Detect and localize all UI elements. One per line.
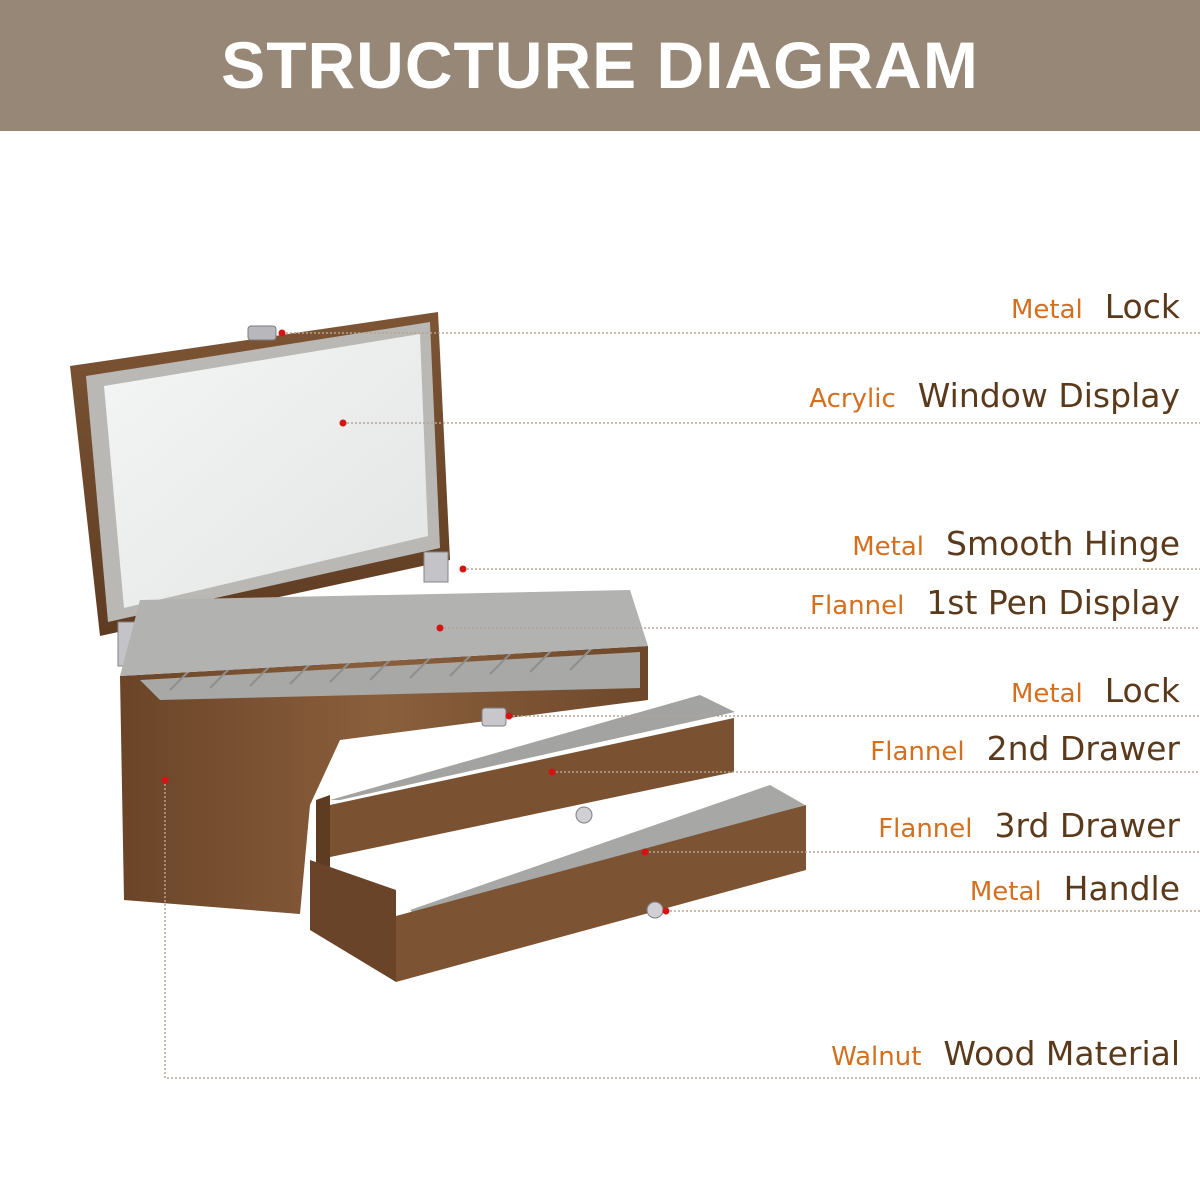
material-text: Metal	[1010, 679, 1083, 709]
material-text: Metal	[1010, 295, 1083, 325]
label-flannel-pen-display: Flannel 1st Pen Display	[810, 583, 1180, 622]
leader-lines	[164, 332, 1200, 1079]
pen-display-tray	[140, 652, 640, 700]
label-flannel-drawer-2: Flannel 2nd Drawer	[870, 729, 1180, 768]
lid	[70, 312, 450, 667]
material-text: Flannel	[810, 591, 905, 621]
part-text: Handle	[1063, 869, 1180, 908]
part-text: 1st Pen Display	[926, 583, 1180, 622]
material-text: Walnut	[831, 1042, 922, 1072]
material-text: Flannel	[878, 814, 973, 844]
drawer-3	[310, 785, 806, 982]
page-title: STRUCTURE DIAGRAM	[221, 28, 979, 102]
body-side	[120, 646, 648, 914]
front-lock-icon	[481, 707, 507, 727]
label-flannel-drawer-3: Flannel 3rd Drawer	[878, 806, 1180, 845]
label-metal-handle: Metal Handle	[970, 869, 1180, 908]
drawer-2-knob-icon	[575, 806, 593, 824]
box-body	[120, 590, 648, 914]
top-lock-icon	[247, 325, 277, 341]
hinge-right-icon	[423, 551, 449, 583]
label-acrylic-window: Acrylic Window Display	[809, 376, 1180, 415]
drawer-2-front	[316, 718, 734, 860]
part-text: Wood Material	[943, 1034, 1180, 1073]
acrylic-window	[104, 334, 428, 608]
part-text: Smooth Hinge	[946, 524, 1180, 563]
part-text: Lock	[1104, 287, 1180, 326]
part-text: 3rd Drawer	[994, 806, 1180, 845]
title-banner	[0, 0, 1200, 131]
part-text: Lock	[1104, 671, 1180, 710]
material-text: Flannel	[870, 737, 965, 767]
drawer-3-knob-icon	[646, 901, 664, 919]
label-walnut-wood: Walnut Wood Material	[831, 1034, 1180, 1073]
label-metal-lock-front: Metal Lock	[1011, 671, 1180, 710]
material-text: Acrylic	[809, 384, 896, 414]
part-text: 2nd Drawer	[986, 729, 1180, 768]
label-metal-hinge: Metal Smooth Hinge	[852, 524, 1180, 563]
part-text: Window Display	[917, 376, 1180, 415]
material-text: Metal	[852, 532, 925, 562]
markers	[161, 329, 670, 915]
drawer-2	[316, 695, 735, 886]
drawer-3-front	[396, 805, 806, 982]
label-metal-lock-top: Metal Lock	[1011, 287, 1180, 326]
first-tray-top	[120, 590, 648, 676]
material-text: Metal	[969, 877, 1042, 907]
